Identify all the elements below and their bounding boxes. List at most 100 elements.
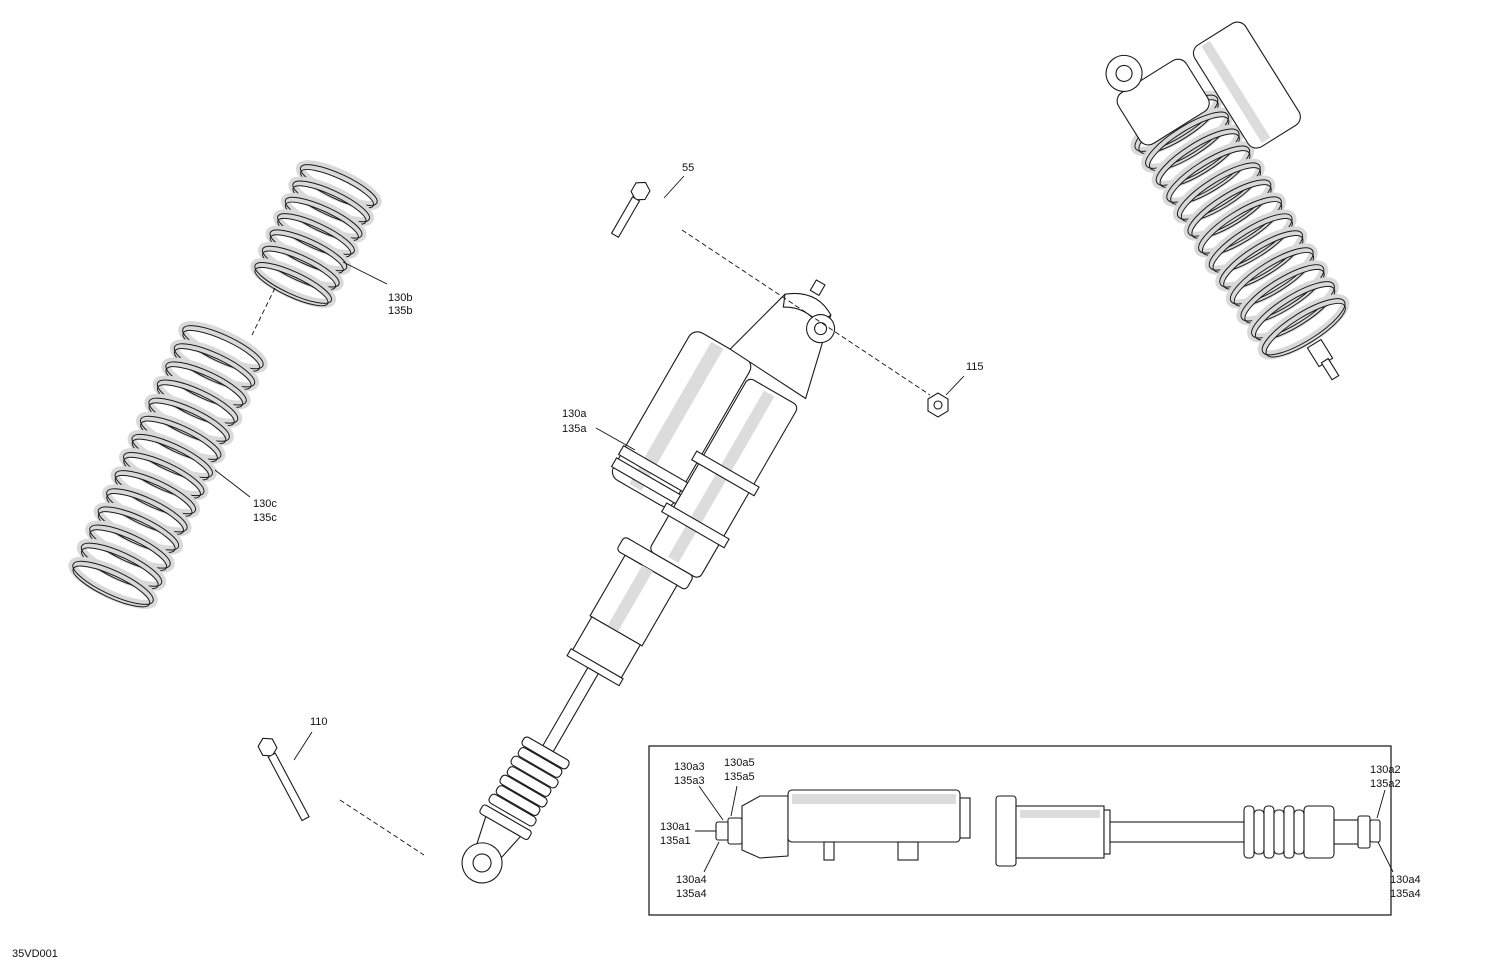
callout-130a: 130a	[562, 408, 587, 420]
detail-135a4-right: 135a4	[1390, 888, 1421, 900]
spring-coil	[89, 529, 168, 572]
detail-130a1: 130a1	[660, 821, 691, 833]
detail-135a1: 135a1	[660, 835, 691, 847]
bolt-110-drawing	[257, 737, 310, 822]
assembled-spring-coil	[1198, 196, 1282, 254]
assembled-spring-coil	[1233, 252, 1315, 307]
detail-130a3: 130a3	[674, 761, 705, 773]
assembled-spring-coil	[1166, 145, 1251, 203]
detail-inset-frame	[648, 745, 1392, 916]
detail-130a4-left: 130a4	[676, 874, 707, 886]
spring-coil	[131, 438, 210, 481]
detail-135a5: 135a5	[724, 771, 755, 783]
detail-130a4-right: 130a4	[1390, 874, 1421, 886]
leader-shock-body	[595, 427, 636, 451]
upper-spring-drawing	[250, 160, 382, 308]
assembled-spring-coil	[1155, 128, 1240, 186]
detail-bump-stop-rib	[1273, 809, 1285, 855]
spring-coil	[148, 402, 227, 445]
assembled-spring-coil	[1176, 162, 1261, 220]
spring-coil	[262, 250, 337, 290]
leader-detail-a4-right	[1377, 841, 1394, 873]
leader-nut-115	[945, 375, 965, 396]
bolt-55-drawing	[610, 181, 651, 239]
spring-coil	[97, 511, 176, 553]
assembled-spring-coil	[1202, 201, 1283, 256]
callout-55: 55	[682, 162, 694, 174]
spring-coil	[254, 266, 329, 307]
spring-coil	[157, 384, 235, 427]
spring-coil	[106, 493, 185, 535]
assembled-spring-coil	[1219, 230, 1304, 288]
bump-stop-rib	[499, 774, 548, 808]
detail-130a2: 130a2	[1370, 764, 1401, 776]
assembled-spring-coil	[1223, 235, 1304, 290]
assembled-spring-coil	[1159, 133, 1240, 188]
assembled-spring-coil	[1187, 179, 1272, 237]
leader-detail-a5	[730, 785, 738, 817]
spring-coil	[80, 547, 159, 590]
detail-bump-stop-rib	[1253, 809, 1265, 855]
leader-spring-upper	[342, 261, 388, 285]
detail-135a2: 135a2	[1370, 778, 1401, 790]
detail-shock-drawing	[715, 789, 1381, 867]
lower-spring-drawing	[68, 321, 268, 609]
assembled-spring-coil	[1170, 150, 1251, 205]
callout-135b: 135b	[388, 305, 412, 317]
assembled-spring-coil	[1265, 302, 1346, 358]
spring-coil	[284, 201, 359, 241]
spring-coil	[254, 262, 333, 304]
spring-coil	[173, 348, 252, 390]
nut-115-drawing	[927, 392, 949, 418]
callout-130c: 130c	[253, 498, 277, 510]
detail-bump-stop-rib	[1263, 805, 1275, 859]
detail-bump-stop-rib	[1243, 805, 1255, 859]
bolt-55-axis-line	[681, 229, 931, 396]
bump-stop-rib	[488, 793, 537, 827]
leader-detail-a4-left	[703, 841, 720, 873]
callout-135a: 135a	[562, 423, 587, 435]
detail-bump-stop-rib	[1293, 809, 1305, 855]
leader-detail-a2	[1376, 789, 1386, 819]
leader-bolt-110	[293, 731, 313, 761]
leader-bolt-55	[663, 175, 685, 199]
assembled-spring-coil	[1244, 268, 1325, 324]
spring-coil	[300, 169, 375, 209]
detail-135a3: 135a3	[674, 775, 705, 787]
callout-110: 110	[310, 716, 328, 728]
callout-135c: 135c	[253, 512, 277, 524]
assembled-shock-drawing	[1105, 21, 1350, 381]
spring-coil	[140, 420, 218, 463]
assembled-spring-coil	[1180, 167, 1262, 222]
assembled-spring-coil	[1145, 111, 1229, 169]
leader-detail-a3	[698, 785, 724, 821]
assembled-spring-coil	[1254, 285, 1336, 341]
callout-130b: 130b	[388, 292, 412, 304]
shock-absorber-drawing	[461, 279, 836, 884]
spring-coil	[72, 560, 154, 605]
assembled-spring-coil	[1251, 281, 1335, 339]
callout-115: 115	[966, 361, 984, 373]
leader-spring-lower	[214, 469, 251, 498]
bump-stop-rib	[510, 755, 559, 789]
spring-coil	[72, 565, 151, 608]
assembled-spring-coil	[1229, 247, 1314, 305]
spring-coil	[277, 217, 352, 258]
bump-stop-rib	[495, 785, 541, 816]
spring-coil	[182, 329, 261, 372]
spring-coil	[292, 185, 367, 225]
spring-coil	[123, 456, 201, 499]
assembled-spring-coil	[1208, 213, 1293, 271]
assembled-spring-coil	[1212, 218, 1293, 273]
bump-stop-rib	[517, 747, 563, 778]
spring-coil	[269, 234, 344, 274]
bolt-110-axis-line	[339, 799, 425, 856]
assembled-spring-coil	[1240, 264, 1325, 322]
drawing-id: 35VD001	[12, 948, 58, 960]
bump-stop-rib	[521, 736, 570, 770]
bump-stop-rib	[506, 766, 552, 797]
detail-bump-stop-rib	[1283, 805, 1295, 859]
assembled-spring-coil	[1191, 184, 1272, 239]
assembled-spring-coil	[1261, 298, 1346, 356]
